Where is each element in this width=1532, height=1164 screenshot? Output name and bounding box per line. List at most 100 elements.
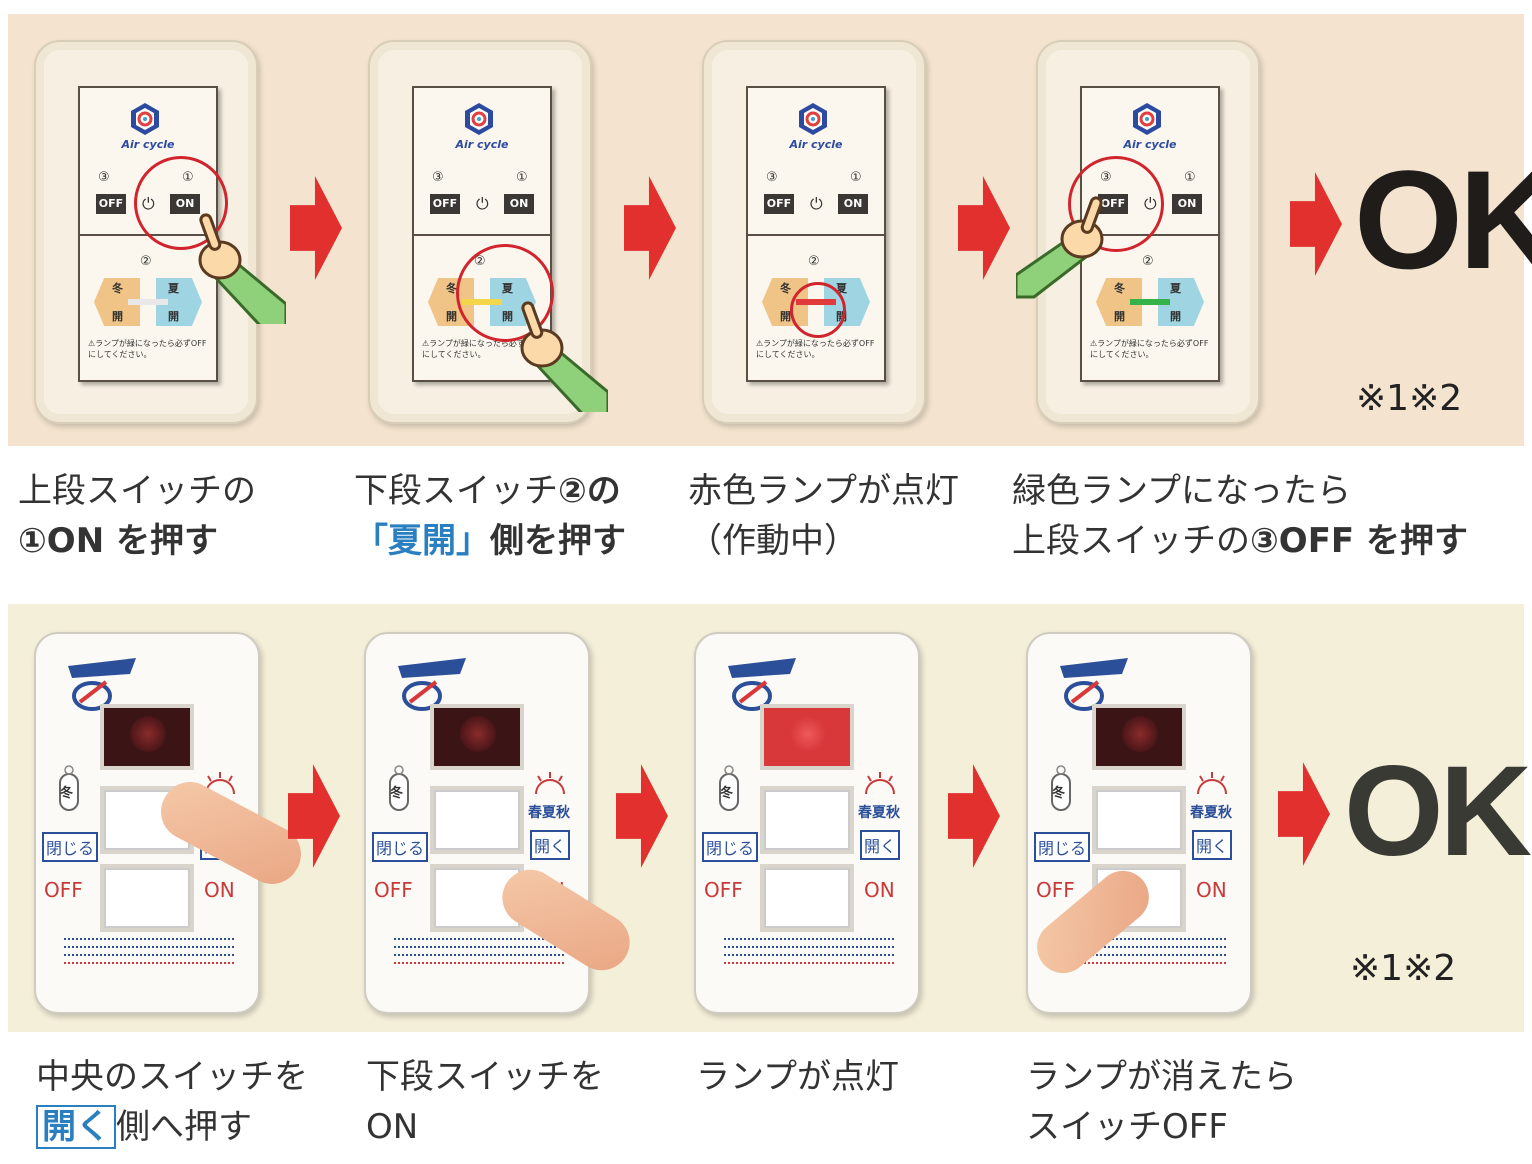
pilot-lamp-window <box>100 704 194 770</box>
pilot-lamp-window <box>1092 704 1186 770</box>
off-label: OFF <box>1036 878 1075 902</box>
on-button[interactable]: ON <box>838 194 868 214</box>
brand-label: Air cycle <box>789 138 843 151</box>
caption-step-6: 下段スイッチを ON <box>366 1057 604 1147</box>
number-1-label: ① <box>1184 170 1196 185</box>
on-label: ON <box>204 878 235 902</box>
number-2-label: ② <box>140 254 152 269</box>
caption-step-1: 上段スイッチの ①ON を押す <box>18 471 256 561</box>
aircycle-logo-icon <box>131 103 159 135</box>
winter-thermometer-icon <box>1051 765 1071 811</box>
center-switch[interactable] <box>430 786 524 854</box>
winter-thermometer-icon <box>389 765 409 811</box>
winter-open-label: 開 <box>1114 310 1125 323</box>
switch-plate-step-5: 冬 春夏秋 閉じる 開く OFF ON <box>34 632 311 1014</box>
off-button[interactable]: OFF <box>430 194 460 214</box>
lamp-glow <box>130 716 166 752</box>
winter-label: 冬 <box>1052 786 1066 801</box>
warning-note: ⚠ランプが緑になったら必ずOFFにしてください。 <box>422 339 541 359</box>
sun-lamp-icon <box>535 772 565 795</box>
open-label: 開く <box>1192 830 1233 860</box>
winter-open-label: 開 <box>780 310 791 323</box>
lower-switch[interactable] <box>760 864 854 932</box>
pointing-hand-icon <box>198 213 286 324</box>
lower-switch[interactable] <box>100 864 194 932</box>
instruction-note-lines <box>394 934 564 970</box>
ok-label: OK <box>1354 141 1532 298</box>
winter-open-label: 開 <box>446 310 457 323</box>
summer-label: 夏 <box>1170 282 1181 295</box>
brand-logo-icon <box>728 658 796 711</box>
status-lamp <box>1130 299 1170 305</box>
switch-plate-step-8: 冬 春夏秋 閉じる 開く OFF ON <box>1026 632 1252 1014</box>
lamp-glow <box>1122 716 1158 752</box>
lower-season-switch[interactable]: 冬 開 夏 開 <box>1096 278 1204 326</box>
winter-label: 冬 <box>780 282 791 295</box>
highlight-circle <box>1068 156 1164 252</box>
number-3-label: ③ <box>766 170 778 185</box>
on-button[interactable]: ON <box>1172 194 1202 214</box>
brand-logo-icon <box>398 658 466 711</box>
center-switch[interactable] <box>1092 786 1186 854</box>
number-1-label: ① <box>850 170 862 185</box>
winter-label: 冬 <box>60 786 74 801</box>
off-label: OFF <box>704 878 743 902</box>
instruction-note-lines <box>1056 934 1226 970</box>
close-label: 閉じる <box>702 832 759 862</box>
on-label: ON <box>864 878 895 902</box>
pointing-hand-icon <box>520 301 608 412</box>
brand-label: Air cycle <box>1123 138 1177 151</box>
winter-thermometer-icon <box>719 765 739 811</box>
off-label: OFF <box>374 878 413 902</box>
caption-step-7: ランプが点灯 <box>696 1057 899 1097</box>
pilot-lamp-window <box>760 704 854 770</box>
caption-step-3: 赤色ランプが点灯 （作動中） <box>688 471 959 561</box>
close-label: 閉じる <box>1034 832 1091 862</box>
pointing-hand-icon <box>1016 196 1104 299</box>
upper-switch[interactable]: OFF ⏻ ON <box>764 194 868 216</box>
lower-season-switch[interactable]: 冬 開 夏 開 <box>94 278 202 326</box>
switch-plate-step-1: Air cycle ③ ① OFF ⏻ ON ② 冬 開 夏 開 ⚠ランプが緑に… <box>34 40 286 424</box>
footnote-marker: ※1※2 <box>1350 948 1457 989</box>
open-label: 開く <box>530 830 571 860</box>
highlight-circle <box>456 244 554 342</box>
center-switch[interactable] <box>760 786 854 854</box>
ok-label: OK <box>1344 740 1532 883</box>
summer-open-label: 開 <box>1170 310 1181 323</box>
off-button[interactable]: OFF <box>764 194 794 214</box>
caption-step-4: 緑色ランプになったら 上段スイッチの③OFF を押す <box>1012 471 1468 561</box>
pilot-lamp-window <box>430 704 524 770</box>
winter-label: 冬 <box>1114 282 1125 295</box>
highlight-circle <box>790 282 846 338</box>
aircycle-logo-icon <box>799 103 827 135</box>
on-label: ON <box>1196 878 1227 902</box>
switch-plate-step-3: Air cycle ③ ① OFF ⏻ ON ② 冬 開 夏 開 ⚠ランプが緑に… <box>702 40 926 424</box>
open-label: 開く <box>860 830 901 860</box>
number-2-label: ② <box>808 254 820 269</box>
winter-open-label: 開 <box>112 310 123 323</box>
switch-plate-step-2: Air cycle ③ ① OFF ⏻ ON ② 冬 開 夏 開 ⚠ランプが緑に… <box>368 40 608 424</box>
brand-label: Air cycle <box>121 138 175 151</box>
warning-note: ⚠ランプが緑になったら必ずOFFにしてください。 <box>1090 339 1209 359</box>
winter-label: 冬 <box>720 786 734 801</box>
brand-logo-icon <box>68 658 136 711</box>
seasons-label: 春夏秋 <box>528 805 570 821</box>
power-icon: ⏻ <box>810 194 823 213</box>
switch-plate-step-7: 冬 春夏秋 閉じる 開く OFF ON <box>694 632 920 1014</box>
upper-switch[interactable]: OFF ⏻ ON <box>430 194 534 216</box>
aircycle-logo-icon <box>1133 103 1161 135</box>
number-1-label: ① <box>516 170 528 185</box>
switch-plate-step-4: Air cycle ③ ① OFF ⏻ ON ② 冬 開 夏 開 ⚠ランプが緑に… <box>1016 40 1260 424</box>
warning-note: ⚠ランプが緑になったら必ずOFFにしてください。 <box>88 339 207 359</box>
brand-logo-icon <box>1060 658 1128 711</box>
warning-note: ⚠ランプが緑になったら必ずOFFにしてください。 <box>756 339 875 359</box>
number-3-label: ③ <box>98 170 110 185</box>
switch-plate-step-6: 冬 春夏秋 閉じる 開く OFF ON <box>364 632 641 1014</box>
on-button[interactable]: ON <box>504 194 534 214</box>
caption-step-5: 中央のスイッチを 開く側へ押す <box>36 1057 308 1149</box>
sun-lamp-icon <box>865 772 895 795</box>
close-label: 閉じる <box>372 832 429 862</box>
off-button[interactable]: OFF <box>96 194 126 214</box>
summer-open-label: 開 <box>168 310 179 323</box>
lamp-glow <box>460 716 496 752</box>
